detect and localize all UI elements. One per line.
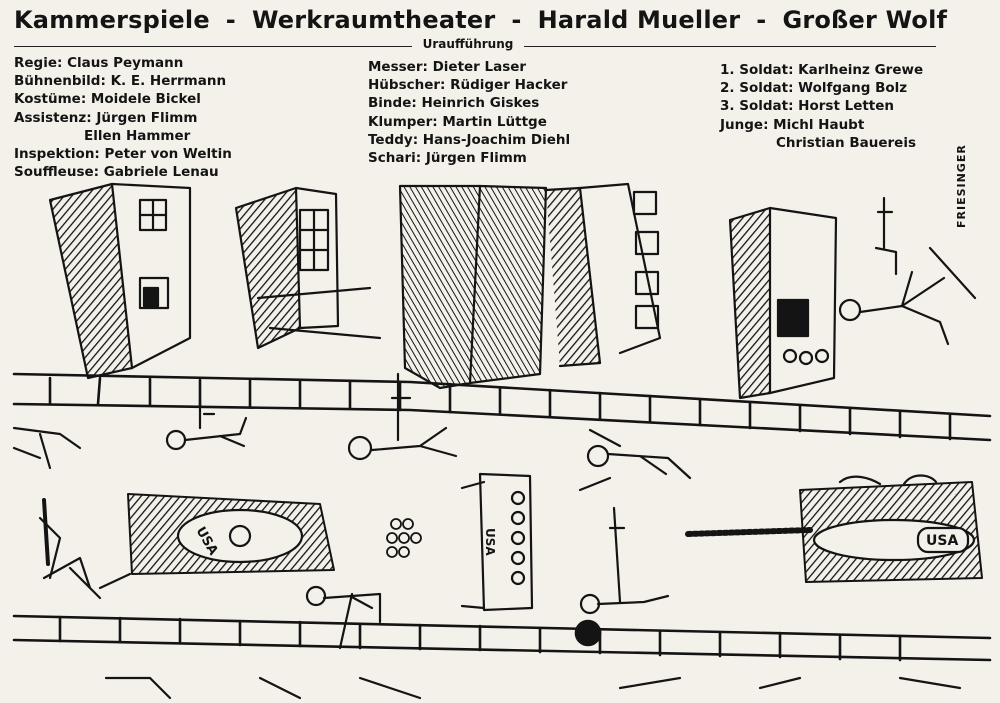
credit-line: Klumper: Martin Lüttge <box>368 113 547 130</box>
poster-title: Kammerspiele-Werkraumtheater-Harald Muel… <box>14 6 948 34</box>
tank-drawing: USA <box>38 493 335 580</box>
title-author: Harald Mueller <box>537 6 741 34</box>
house-drawing <box>48 182 192 380</box>
house-drawing <box>234 186 382 350</box>
ammo-pile <box>386 518 422 558</box>
title-separator: - <box>225 6 236 34</box>
credit-line: Teddy: Hans-Joachim Diehl <box>368 131 571 148</box>
title-venue: Kammerspiele <box>14 6 210 34</box>
soldier-figure <box>12 426 82 470</box>
soldier-figure <box>579 506 670 615</box>
soldier-figure <box>165 398 248 451</box>
credit-line: Inspektion: Peter von Weltin <box>14 146 232 163</box>
credit-line: Assistenz: Jürgen Flimm <box>14 109 198 126</box>
soldier-figure <box>347 372 458 461</box>
credit-line: 3. Soldat: Horst Letten <box>720 98 895 115</box>
tank-label: USA <box>926 533 958 549</box>
house-drawing <box>398 182 662 390</box>
road-upper <box>12 372 992 442</box>
subtitle-rule-right <box>524 46 936 47</box>
credits-production: Regie: Claus Peymann Bühnenbild: K. E. H… <box>14 54 232 181</box>
credit-line: Ellen Hammer <box>84 127 191 144</box>
soldier-figure <box>838 196 950 346</box>
title-play: Großer Wolf <box>782 6 948 34</box>
street-war-illustration: USA USA USA <box>12 182 992 700</box>
subtitle-rule-left <box>14 46 412 47</box>
house-drawing <box>728 206 838 400</box>
credit-line: Binde: Heinrich Giskes <box>368 95 540 112</box>
title-separator: - <box>756 6 767 34</box>
credits-cast-gang: Messer: Dieter Laser Hübscher: Rüdiger H… <box>368 58 570 167</box>
debris <box>104 676 962 700</box>
credit-line: Kostüme: Moidele Bickel <box>14 91 201 108</box>
credit-line: 1. Soldat: Karlheinz Grewe <box>720 62 924 78</box>
credits-cast-soldiers: 1. Soldat: Karlheinz Grewe 2. Soldat: Wo… <box>720 61 923 152</box>
soldier-figure <box>305 585 382 650</box>
credit-line: Bühnenbild: K. E. Herrmann <box>14 73 227 90</box>
credit-line: Christian Bauereis <box>776 134 916 151</box>
credit-line: 2. Soldat: Wolfgang Bolz <box>720 80 908 97</box>
credit-line: Junge: Michl Haubt <box>720 116 865 133</box>
tank-drawing: USA <box>460 472 534 612</box>
tank-drawing: USA <box>685 474 983 583</box>
credit-line: Hübscher: Rüdiger Hacker <box>368 77 568 94</box>
artist-signature: FRIESINGER <box>955 144 968 228</box>
soldier-figure <box>42 556 132 600</box>
soldier-figure <box>578 428 692 492</box>
title-stage: Werkraumtheater <box>251 6 496 34</box>
credit-line: Souffleuse: Gabriele Lenau <box>14 164 219 181</box>
credit-line: Schari: Jürgen Flimm <box>368 150 527 167</box>
credit-line: Messer: Dieter Laser <box>368 59 527 75</box>
credit-line: Regie: Claus Peymann <box>14 55 184 71</box>
road-lower <box>12 614 992 662</box>
subtitle: Uraufführung <box>422 37 514 51</box>
title-separator: - <box>511 6 522 34</box>
tank-label: USA <box>483 528 497 556</box>
